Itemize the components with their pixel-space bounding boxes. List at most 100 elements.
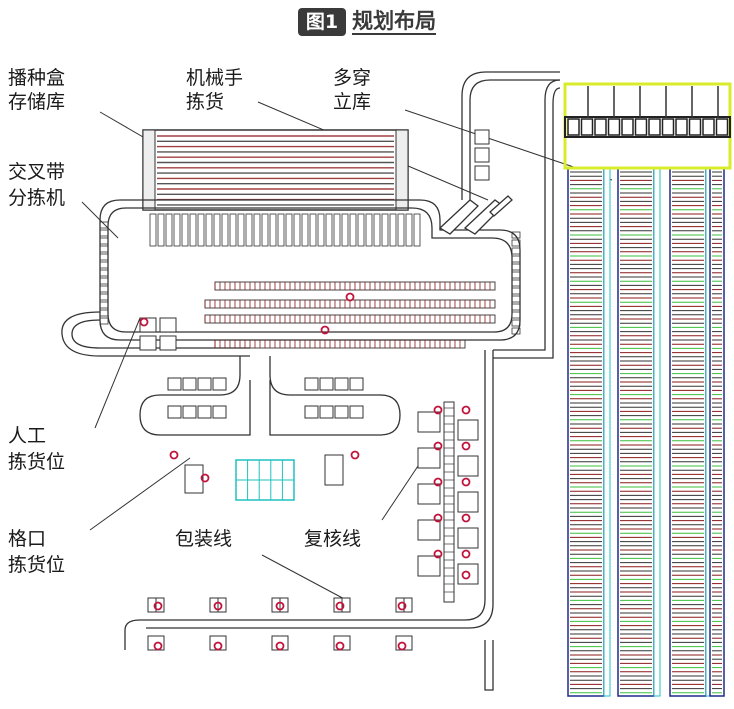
station-bin xyxy=(197,377,212,391)
leader-manual xyxy=(94,317,141,429)
label-grid-2: 拣货位 xyxy=(8,554,65,576)
label-crossbelt-1: 交叉带 xyxy=(8,161,65,183)
recheck-station xyxy=(457,527,479,549)
label-robot-1: 机械手 xyxy=(186,67,243,89)
station-bin xyxy=(349,405,364,419)
station-bin xyxy=(304,405,319,419)
manual-station-bin xyxy=(139,317,157,333)
crossbelt-slat xyxy=(99,317,109,325)
recheck-station xyxy=(457,419,479,441)
operator-marker xyxy=(397,601,407,611)
operator-marker xyxy=(335,601,345,611)
station-bin xyxy=(334,405,349,419)
operator-marker xyxy=(153,601,163,611)
buffer-bin xyxy=(474,147,490,163)
station-bin xyxy=(167,377,182,391)
crossbelt-slat xyxy=(99,285,109,293)
crossbelt-slat xyxy=(245,213,253,247)
labels: 播种盒 存储库 机械手 拣货 多穿 立库 交叉带 分拣机 人工 拣货位 格口 拣… xyxy=(8,67,371,576)
recheck-station xyxy=(417,483,441,505)
crossbelt-slat xyxy=(341,213,349,247)
seed-box-storage-rack xyxy=(142,129,409,211)
crossbelt-slat xyxy=(511,231,521,239)
crossbelt-slat xyxy=(511,311,521,319)
asrs-lift-band xyxy=(564,116,731,138)
crossbelt-slat xyxy=(99,221,109,229)
crossbelt-slat xyxy=(511,319,521,327)
label-manual-1: 人工 xyxy=(8,425,46,447)
crossbelt-slat xyxy=(511,239,521,247)
crossbelt-slat xyxy=(213,213,221,247)
recheck-station xyxy=(457,491,479,513)
manual-station-bin xyxy=(159,317,177,333)
crossbelt-slat xyxy=(197,213,205,247)
crossbelt-slat xyxy=(317,213,325,247)
asrs-lift xyxy=(688,118,702,136)
crossbelt-slat xyxy=(397,213,405,247)
operator-marker xyxy=(345,292,355,302)
label-robot-2: 拣货 xyxy=(186,91,224,113)
operator-marker xyxy=(461,570,471,580)
crossbelt-slat xyxy=(333,213,341,247)
manual-station-bin xyxy=(139,335,157,351)
crossbelt-slat xyxy=(325,213,333,247)
crossbelt-slat xyxy=(261,213,269,247)
asrs-feed-conveyor xyxy=(493,79,561,351)
operator-marker xyxy=(213,601,223,611)
recheck-station xyxy=(457,563,479,585)
cross-belt-slats xyxy=(99,213,521,335)
crossbelt-slat xyxy=(373,213,381,247)
recheck-station xyxy=(417,519,441,541)
station-bin xyxy=(304,377,319,391)
operator-marker xyxy=(433,549,443,559)
label-shuttle-1: 多穿 xyxy=(333,67,371,89)
asrs-lift xyxy=(621,118,634,136)
crossbelt-slat xyxy=(99,261,109,269)
crossbelt-slat xyxy=(405,213,413,247)
crossbelt-slat xyxy=(173,213,181,247)
station-bin xyxy=(212,405,227,419)
label-grid-1: 格口 xyxy=(8,528,46,550)
crossbelt-slat xyxy=(365,213,373,247)
robot-arms xyxy=(438,195,513,235)
crossbelt-slat xyxy=(511,247,521,255)
operator-marker xyxy=(433,513,443,523)
operator-marker xyxy=(433,477,443,487)
operator-marker xyxy=(275,601,285,611)
crossbelt-slat xyxy=(149,213,157,247)
operator-marker xyxy=(213,641,223,651)
crossbelt-slat xyxy=(99,245,109,253)
operator-marker xyxy=(397,641,407,651)
crossbelt-slat xyxy=(99,293,109,301)
crossbelt-slat xyxy=(277,213,285,247)
label-recheck: 复核线 xyxy=(304,528,361,550)
crossbelt-slat xyxy=(301,213,309,247)
label-shuttle-2: 立库 xyxy=(333,91,371,113)
recheck-conveyor xyxy=(443,401,455,603)
asrs-aisle xyxy=(603,167,611,697)
buffer-bin xyxy=(474,165,490,181)
asrs-lift xyxy=(702,118,715,136)
station-bin xyxy=(319,377,334,391)
asrs-feed-conveyor xyxy=(493,87,561,359)
asrs-lift xyxy=(634,118,648,136)
leader-packing xyxy=(261,554,351,603)
crossbelt-slat xyxy=(99,237,109,245)
crossbelt-slat xyxy=(511,287,521,295)
crossbelt-slat xyxy=(165,213,173,247)
asrs-lift xyxy=(594,118,607,136)
operator-marker xyxy=(320,325,330,335)
operator-marker xyxy=(139,317,149,327)
crossbelt-slat xyxy=(381,213,389,247)
crossbelt-slat xyxy=(99,253,109,261)
station-bin xyxy=(182,405,197,419)
operator-marker xyxy=(200,473,210,483)
recheck-station xyxy=(417,411,441,433)
asrs-lift xyxy=(580,118,594,136)
manual-picking-stations xyxy=(139,129,490,419)
figure-title: 规划布局 xyxy=(352,9,437,35)
asrs-aisle xyxy=(653,167,661,697)
asrs-lift xyxy=(648,118,661,136)
recheck-station xyxy=(417,555,441,577)
crossbelt-slat xyxy=(237,213,245,247)
